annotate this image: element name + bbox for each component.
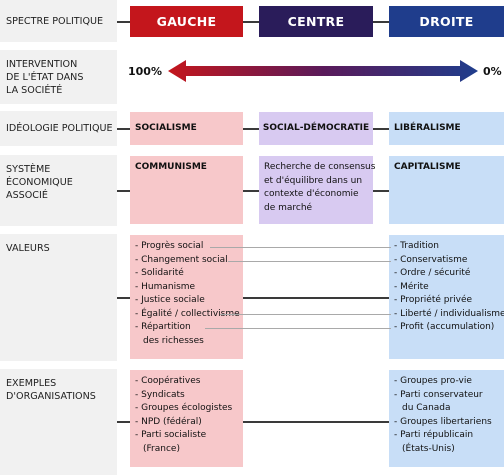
row-label-line: DE L'ÉTAT DANS <box>6 72 84 83</box>
cell-text: LIBÉRALISME <box>394 123 461 133</box>
list-item: - Égalité / collectivisme <box>135 308 240 319</box>
row-label-text: VALEURS <box>6 243 50 254</box>
row-line-exemples <box>117 421 504 423</box>
cell-line: contexte d'économie <box>264 189 359 199</box>
ideologie-gauche: SOCIALISME <box>130 112 243 145</box>
row-line-valeurs <box>117 297 504 299</box>
list-item: du Canada <box>402 403 451 413</box>
list-item: - Tradition <box>394 241 439 251</box>
connector-line <box>228 261 391 262</box>
valeurs-gauche: - Progrès social - Changement social - S… <box>130 235 243 359</box>
intervention-arrow <box>168 60 478 82</box>
row-label-exemples: EXEMPLES D'ORGANISATIONS <box>0 369 117 475</box>
list-item: - Humanisme <box>135 281 196 292</box>
cell-line: et d'équilibre dans un <box>264 175 363 186</box>
list-item: - Liberté / individualisme <box>394 308 504 319</box>
row-label-text: SPECTRE POLITIQUE <box>6 16 104 27</box>
row-label-line: EXEMPLES <box>6 378 57 389</box>
row-label-line: SYSTÈME <box>6 164 51 175</box>
list-item: - Ordre / sécurité <box>394 268 471 278</box>
list-item: - Solidarité <box>135 268 184 278</box>
exemples-droite-list: - Groupes pro-vie - Parti conservateur d… <box>394 375 499 456</box>
list-item: - Groupes libertariens <box>394 416 492 427</box>
list-item: - Progrès social <box>135 241 204 251</box>
systeme-droite: CAPITALISME <box>389 156 504 224</box>
list-item: - Parti conservateur <box>394 389 483 400</box>
exemples-droite: - Groupes pro-vie - Parti conservateur d… <box>389 370 504 467</box>
intervention-left-value: 100% <box>128 65 162 78</box>
header-label: CENTRE <box>287 14 345 29</box>
row-label-intervention: INTERVENTION DE L'ÉTAT DANS LA SOCIÉTÉ <box>0 50 117 104</box>
row-label-valeurs: VALEURS <box>0 234 117 361</box>
row-label-line: ÉCONOMIQUE ASSOCIÉ <box>6 177 73 201</box>
row-label-line: LA SOCIÉTÉ <box>6 85 63 96</box>
header-label: DROITE <box>419 14 474 29</box>
systeme-centre: Recherche de consensus et d'équilibre da… <box>259 156 376 224</box>
list-item: - Parti socialiste <box>135 430 207 440</box>
ideologie-droite: LIBÉRALISME <box>389 112 504 145</box>
list-item: - Justice sociale <box>135 295 205 305</box>
header-centre: CENTRE <box>259 6 373 37</box>
ideologie-centre: SOCIAL-DÉMOCRATIE <box>259 112 373 145</box>
cell-text: SOCIAL-DÉMOCRATIE <box>262 123 370 133</box>
intervention-right-value: 0% <box>483 65 502 78</box>
exemples-gauche-list: - Coopératives - Syndicats - Groupes éco… <box>135 375 238 456</box>
row-label-systeme: SYSTÈME ÉCONOMIQUE ASSOCIÉ <box>0 155 117 226</box>
cell-line: de marché <box>264 202 313 213</box>
list-item: (France) <box>143 443 180 454</box>
header-droite: DROITE <box>389 6 504 37</box>
header-gauche: GAUCHE <box>130 6 243 37</box>
cell-text: COMMUNISME <box>135 162 207 172</box>
list-item: - Groupes écologistes <box>135 403 233 413</box>
valeurs-gauche-list: - Progrès social - Changement social - S… <box>135 240 240 348</box>
row-label-spectre: SPECTRE POLITIQUE <box>0 0 117 42</box>
header-label: GAUCHE <box>156 14 217 29</box>
cell-text: SOCIALISME <box>135 123 197 133</box>
list-item: (États-Unis) <box>402 443 455 454</box>
valeurs-droite: - Tradition - Conservatisme - Ordre / sé… <box>389 235 504 359</box>
list-item: - Propriété privée <box>394 295 473 305</box>
list-item: - Profit (accumulation) <box>394 322 495 332</box>
list-item: - Parti républicain <box>394 430 474 440</box>
list-item: - Groupes pro-vie <box>394 376 472 386</box>
row-label-ideologie: IDÉOLOGIE POLITIQUE <box>0 111 117 146</box>
valeurs-droite-list: - Tradition - Conservatisme - Ordre / sé… <box>394 240 504 335</box>
row-label-line: INTERVENTION <box>6 59 78 70</box>
list-item: des richesses <box>143 335 204 346</box>
cell-text: CAPITALISME <box>394 162 461 172</box>
exemples-gauche: - Coopératives - Syndicats - Groupes éco… <box>130 370 243 467</box>
list-item: - Syndicats <box>135 389 185 400</box>
list-item: - Mérite <box>394 281 429 292</box>
connector-line <box>205 328 391 329</box>
list-item: - Coopératives <box>135 376 201 386</box>
list-item: - Répartition <box>135 322 191 332</box>
connector-line <box>220 314 391 315</box>
systeme-gauche: COMMUNISME <box>130 156 243 224</box>
list-item: - NPD (fédéral) <box>135 416 202 427</box>
row-label-text: IDÉOLOGIE POLITIQUE <box>6 123 113 134</box>
list-item: - Changement social <box>135 254 228 265</box>
cell-line: Recherche de consensus <box>264 162 376 172</box>
row-label-line: D'ORGANISATIONS <box>6 391 96 402</box>
list-item: - Conservatisme <box>394 254 468 265</box>
connector-line <box>210 247 391 248</box>
